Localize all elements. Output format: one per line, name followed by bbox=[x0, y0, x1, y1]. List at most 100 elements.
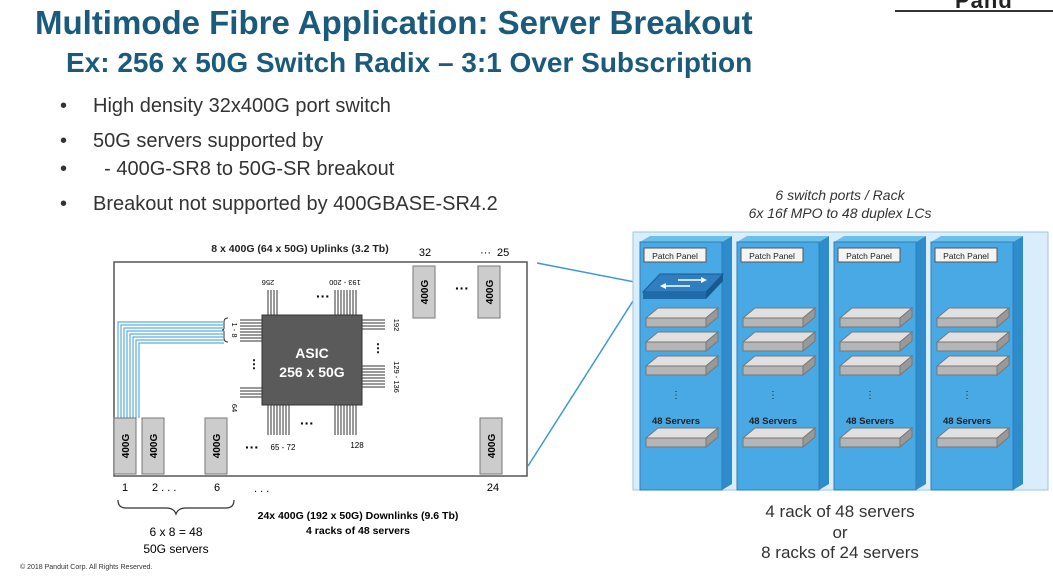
server-unit-side bbox=[996, 426, 1010, 449]
rack-caption-2: 6x 16f MPO to 48 duplex LCs bbox=[748, 205, 932, 221]
lane-label-192: 192 bbox=[392, 319, 401, 332]
rack-side bbox=[819, 236, 829, 490]
bullet-dot-icon: • bbox=[60, 193, 68, 215]
copyright: © 2018 Panduit Corp. All Rights Reserved… bbox=[20, 564, 153, 571]
header-rule bbox=[895, 10, 1053, 12]
servers-brace bbox=[117, 499, 235, 516]
switch-side bbox=[706, 274, 723, 299]
rack-4: Patch Panel⋮48 Servers bbox=[930, 236, 1023, 491]
server-unit bbox=[839, 317, 901, 328]
bullet-3: • - 400G-SR8 to 50G-SR breakout bbox=[60, 158, 395, 180]
asic-top-dots: ··· bbox=[316, 288, 330, 304]
top-port-25: 25 bbox=[497, 247, 509, 259]
switch-front bbox=[643, 292, 706, 299]
server-unit bbox=[645, 365, 707, 376]
port-number-1: 1 bbox=[122, 482, 128, 494]
asic-bottom-dots: ··· bbox=[300, 415, 314, 431]
port-label: 400G bbox=[149, 434, 160, 459]
server-unit-side bbox=[802, 330, 816, 353]
bottom-caption-3: 8 racks of 24 servers bbox=[761, 543, 919, 562]
bottom-caption-1: 4 rack of 48 servers bbox=[765, 502, 915, 521]
server-unit-side bbox=[996, 330, 1010, 353]
server-ellipsis: ⋮ bbox=[865, 390, 875, 401]
port-number-6: 6 bbox=[214, 482, 220, 494]
breakout-switch-icon bbox=[641, 273, 725, 299]
rack-side bbox=[722, 236, 732, 490]
bullet-4: •Breakout not supported by 400GBASE-SR4.… bbox=[60, 193, 498, 215]
rack-2: Patch Panel⋮48 Servers bbox=[736, 236, 829, 491]
port-label: 400G bbox=[212, 434, 223, 459]
bullet-2: •50G servers supported by bbox=[60, 130, 324, 152]
patch-panel-label: Patch Panel bbox=[943, 251, 989, 261]
asic-left-dots: ⋮ bbox=[248, 357, 260, 371]
uplinks-label: 8 x 400G (64 x 50G) Uplinks (3.2 Tb) bbox=[211, 243, 388, 255]
downlinks-sub: 4 racks of 48 servers bbox=[306, 525, 410, 537]
patch-panel-label: Patch Panel bbox=[846, 251, 892, 261]
bullet-dot-icon: • bbox=[60, 158, 68, 180]
uplink-port-25 bbox=[477, 265, 501, 319]
rack-3: Patch Panel ⋮ 48 Servers bbox=[833, 236, 926, 491]
server-ellipsis: ⋮ bbox=[962, 390, 972, 401]
port-number-24: 24 bbox=[487, 482, 499, 494]
arrow-left-icon bbox=[660, 283, 666, 289]
rack-side bbox=[916, 236, 926, 490]
connector-line-top bbox=[536, 262, 641, 284]
asic-chip bbox=[261, 314, 363, 406]
server-unit-side bbox=[996, 306, 1010, 329]
port-label: 400G bbox=[420, 280, 431, 305]
connector-line-bottom bbox=[527, 289, 641, 467]
downlink-port-24 bbox=[479, 417, 503, 475]
port-number-dots: . . . bbox=[254, 483, 269, 495]
bottom-caption-2: or bbox=[832, 523, 848, 542]
asic-right-dots: ⋮ bbox=[372, 341, 384, 355]
server-ellipsis: ⋮ bbox=[671, 390, 681, 401]
server-unit-side bbox=[705, 330, 719, 353]
breakout-fibres bbox=[117, 321, 224, 418]
downlink-dots: ··· bbox=[245, 439, 259, 455]
uplink-dots: ··· bbox=[455, 280, 469, 296]
lane-label-128: 128 bbox=[350, 441, 364, 450]
server-unit-side bbox=[705, 354, 719, 377]
arrow-right-icon bbox=[701, 277, 707, 283]
rack-top bbox=[931, 236, 1023, 242]
server-unit-side bbox=[705, 426, 719, 449]
port-label: 400G bbox=[485, 280, 496, 305]
rack-servers-label: 48 Servers bbox=[652, 416, 700, 427]
downlink-port-2 bbox=[141, 417, 165, 475]
lane-label-129-136: 129 - 136 bbox=[392, 361, 401, 393]
server-unit bbox=[839, 341, 901, 352]
downlinks-label: 24x 400G (192 x 50G) Downlinks (9.6 Tb) bbox=[258, 510, 459, 522]
server-unit bbox=[936, 317, 998, 328]
rack-1: Patch Panel⋮48 Servers bbox=[639, 236, 732, 491]
lane-label-64: 64 bbox=[230, 404, 239, 412]
server-ellipsis: ⋮ bbox=[768, 390, 778, 401]
server-unit-side bbox=[802, 354, 816, 377]
patch-panel bbox=[934, 247, 998, 263]
bullet-1: •High density 32x400G port switch bbox=[60, 95, 391, 117]
page-title: Multimode Fibre Application: Server Brea… bbox=[35, 4, 753, 41]
page-subtitle: Ex: 256 x 50G Switch Radix – 3:1 Over Su… bbox=[66, 47, 753, 78]
brand-logo: Pand bbox=[955, 0, 1013, 13]
top-port-dots: ··· bbox=[480, 247, 491, 259]
server-unit bbox=[936, 341, 998, 352]
lane-label-65-72: 65 - 72 bbox=[271, 443, 296, 452]
server-unit bbox=[645, 317, 707, 328]
lane-label-1-8: 1 - 8 bbox=[230, 322, 239, 337]
server-unit bbox=[936, 437, 998, 448]
bullet-dot-icon: • bbox=[60, 95, 68, 117]
rack-servers-label: 48 Servers bbox=[846, 416, 894, 427]
server-unit-side bbox=[899, 354, 913, 377]
top-port-32: 32 bbox=[419, 247, 431, 259]
server-unit bbox=[839, 365, 901, 376]
uplink-port-32 bbox=[412, 265, 436, 319]
rack-servers-label: 48 Servers bbox=[749, 416, 797, 427]
server-unit bbox=[742, 317, 804, 328]
lane-label-193-200: 193 - 200 bbox=[329, 278, 361, 287]
server-unit-side bbox=[802, 426, 816, 449]
server-unit-side bbox=[802, 306, 816, 329]
servers-calc: 6 x 8 = 48 bbox=[149, 525, 202, 539]
rack-top bbox=[737, 236, 829, 242]
server-unit bbox=[645, 437, 707, 448]
server-unit bbox=[936, 365, 998, 376]
